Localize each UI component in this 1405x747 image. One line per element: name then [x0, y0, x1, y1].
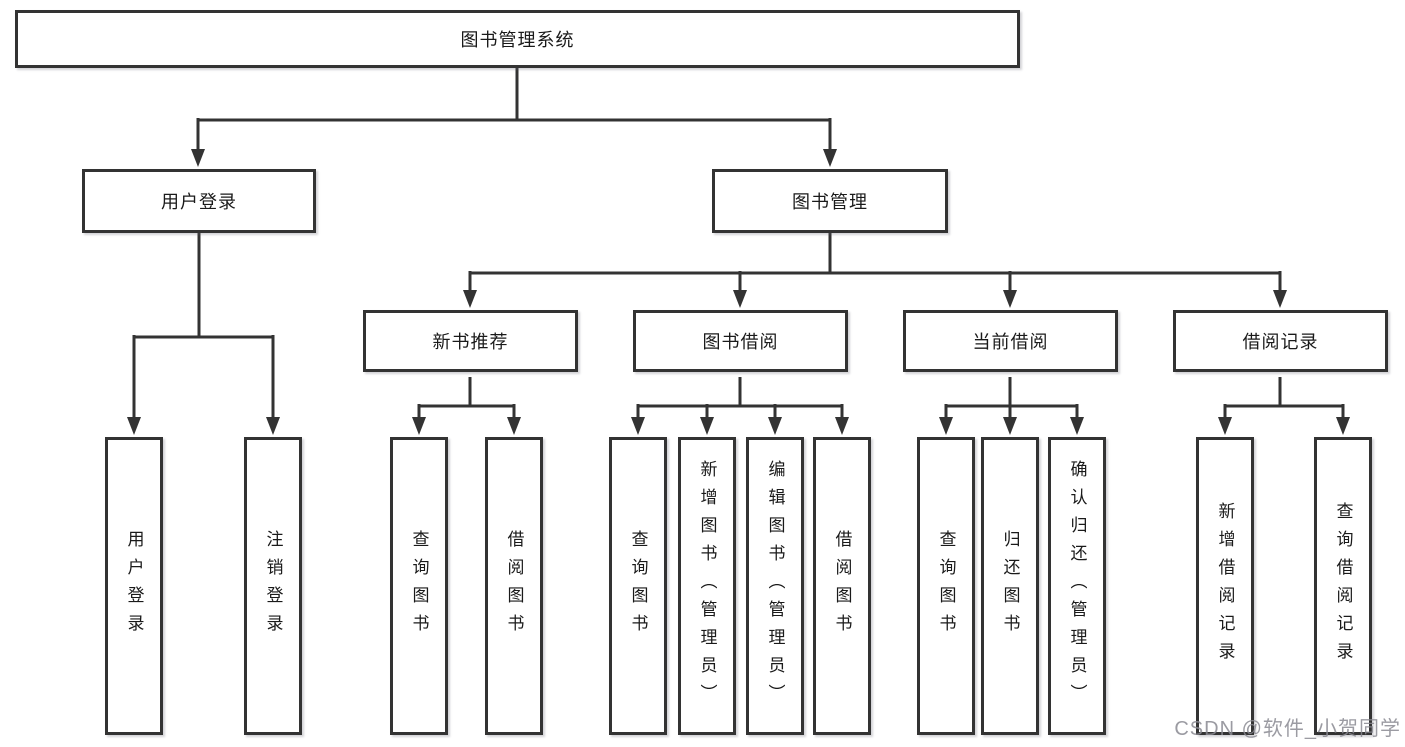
leaf-query-book-recommend-label: 查询图书 [409, 530, 429, 642]
leaf-query-borrow-record-label: 查询借阅记录 [1333, 502, 1353, 670]
node-user-login-label: 用户登录 [161, 192, 237, 212]
leaf-borrow-book-recommend: 借阅图书 [485, 437, 543, 735]
leaf-edit-book-admin-label: 编辑图书（管理员） [765, 460, 785, 712]
leaf-query-book-current: 查询图书 [917, 437, 975, 735]
leaf-user-login-label: 用户登录 [124, 530, 144, 642]
leaf-edit-book-admin: 编辑图书（管理员） [746, 437, 804, 735]
node-book-management: 图书管理 [712, 169, 948, 233]
node-book-borrow-label: 图书借阅 [702, 332, 779, 352]
leaf-query-book-current-label: 查询图书 [936, 530, 956, 642]
node-new-book-recommend-label: 新书推荐 [432, 332, 509, 352]
node-root-label: 图书管理系统 [460, 30, 575, 50]
leaf-query-book-borrow-label: 查询图书 [628, 530, 648, 642]
node-root: 图书管理系统 [15, 10, 1020, 68]
leaf-borrow-book-recommend-label: 借阅图书 [504, 530, 524, 642]
leaf-confirm-return-admin: 确认归还（管理员） [1048, 437, 1106, 735]
leaf-query-book-borrow: 查询图书 [609, 437, 667, 735]
leaf-logout-label: 注销登录 [263, 530, 283, 642]
node-user-login: 用户登录 [82, 169, 316, 233]
leaf-return-book: 归还图书 [981, 437, 1039, 735]
node-new-book-recommend: 新书推荐 [363, 310, 578, 372]
leaf-logout: 注销登录 [244, 437, 302, 735]
leaf-return-book-label: 归还图书 [1000, 530, 1020, 642]
csdn-watermark: CSDN @软件_小贺同学 [1174, 718, 1401, 740]
leaf-add-borrow-record-label: 新增借阅记录 [1215, 502, 1235, 670]
leaf-add-book-admin: 新增图书（管理员） [678, 437, 736, 735]
node-book-management-label: 图书管理 [792, 192, 868, 212]
node-borrow-records: 借阅记录 [1173, 310, 1388, 372]
node-current-borrow-label: 当前借阅 [972, 332, 1049, 352]
leaf-confirm-return-admin-label: 确认归还（管理员） [1067, 460, 1087, 712]
leaf-user-login: 用户登录 [105, 437, 163, 735]
leaf-add-book-admin-label: 新增图书（管理员） [697, 460, 717, 712]
leaf-borrow-book-label: 借阅图书 [832, 530, 852, 642]
node-book-borrow: 图书借阅 [633, 310, 848, 372]
leaf-add-borrow-record: 新增借阅记录 [1196, 437, 1254, 735]
leaf-query-borrow-record: 查询借阅记录 [1314, 437, 1372, 735]
leaf-borrow-book: 借阅图书 [813, 437, 871, 735]
leaf-query-book-recommend: 查询图书 [390, 437, 448, 735]
node-borrow-records-label: 借阅记录 [1242, 332, 1319, 352]
node-current-borrow: 当前借阅 [903, 310, 1118, 372]
